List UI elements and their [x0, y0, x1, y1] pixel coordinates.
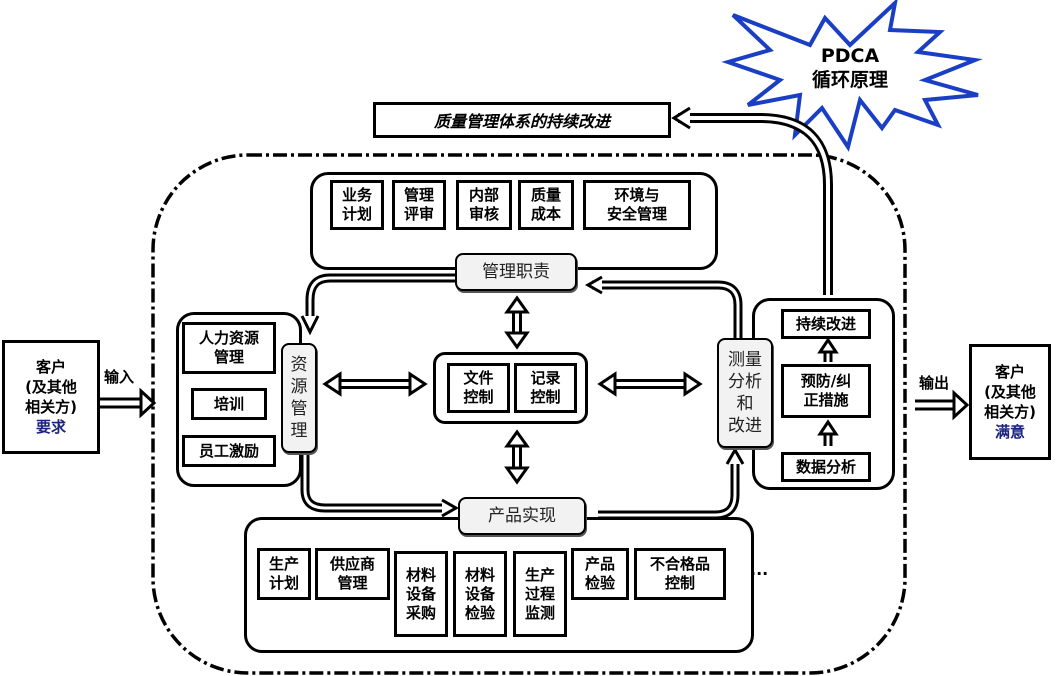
customer-line3: 相关方): [984, 403, 1036, 421]
item-corrective-action: 预防/纠 正措施: [781, 364, 871, 418]
item-quality-cost: 质量 成本: [518, 180, 574, 230]
customer-satisfaction: 满意: [994, 423, 1025, 441]
item-business-plan: 业务 计划: [330, 180, 384, 230]
customer-requirements-box: 客户 (及其他 相关方) 要求: [2, 340, 100, 454]
item-continuous-improvement: 持续改进: [781, 309, 871, 339]
input-label: 输入: [104, 368, 135, 386]
arrow-resource-to-product: [300, 455, 460, 518]
item-material-purchase: 材料 设备 采购: [394, 551, 448, 637]
item-record-control: 记录 控制: [514, 363, 577, 413]
arrow-measure-to-management: [584, 275, 743, 340]
continuous-improvement-banner: 质量管理体系的持续改进: [373, 102, 671, 138]
resource-management-label: 资源 管理: [281, 343, 317, 453]
customer-requirements: 要求: [35, 418, 66, 436]
arrow-analysis-to-corrective: [817, 419, 839, 446]
customer-line3: 相关方): [25, 398, 77, 416]
banner-text: 质量管理体系的持续改进: [433, 112, 610, 131]
customer-line1: 客户: [35, 358, 66, 376]
item-product-inspection: 产品 检验: [571, 548, 629, 600]
item-training: 培训: [191, 388, 267, 420]
item-document-control: 文件 控制: [447, 363, 510, 413]
pdca-line2: 循环原理: [811, 69, 888, 91]
customer-line2: (及其他: [25, 378, 77, 396]
arrow-management-document: [504, 295, 530, 350]
document-control-group: [433, 352, 588, 424]
item-supplier-management: 供应商 管理: [315, 548, 390, 600]
arrow-management-to-resource: [300, 273, 455, 336]
customer-satisfaction-box: 客户 (及其他 相关方) 满意: [969, 344, 1051, 460]
pdca-starburst: [721, 0, 983, 152]
item-nonconforming-control: 不合格品 控制: [634, 548, 726, 600]
arrow-document-measure: [597, 371, 703, 397]
arrow-document-product: [504, 429, 530, 485]
item-data-analysis: 数据分析: [781, 452, 871, 482]
more-items-ellipsis: ...: [750, 560, 769, 579]
item-staff-incentive: 员工激励: [182, 435, 276, 467]
item-internal-audit: 内部 审核: [456, 180, 512, 230]
qms-boundary: [151, 153, 907, 675]
arrow-resource-document: [322, 371, 428, 397]
management-responsibility-label: 管理职责: [455, 253, 577, 291]
item-production-plan: 生产 计划: [257, 548, 311, 600]
input-arrow: [100, 387, 157, 419]
customer-line1: 客户: [994, 363, 1025, 381]
output-arrow: [915, 389, 970, 421]
arrow-corrective-to-improvement: [817, 337, 839, 362]
arrow-improvement-up: [671, 106, 833, 295]
customer-line2: (及其他: [984, 383, 1036, 401]
item-human-resources: 人力资源 管理: [182, 322, 276, 374]
item-environment-safety: 环境与 安全管理: [583, 180, 691, 230]
item-process-monitoring: 生产 过程 监测: [513, 551, 567, 637]
arrow-product-to-measure: [598, 446, 745, 520]
pdca-label: PDCA 循环原理: [790, 44, 910, 92]
pdca-line1: PDCA: [820, 45, 880, 67]
item-material-inspection: 材料 设备 检验: [453, 551, 507, 637]
product-realization-label: 产品实现: [458, 497, 586, 535]
output-label: 输出: [919, 374, 950, 392]
item-management-review: 管理 评审: [392, 180, 446, 230]
measurement-label: 测量 分析 和 改进: [717, 338, 773, 448]
